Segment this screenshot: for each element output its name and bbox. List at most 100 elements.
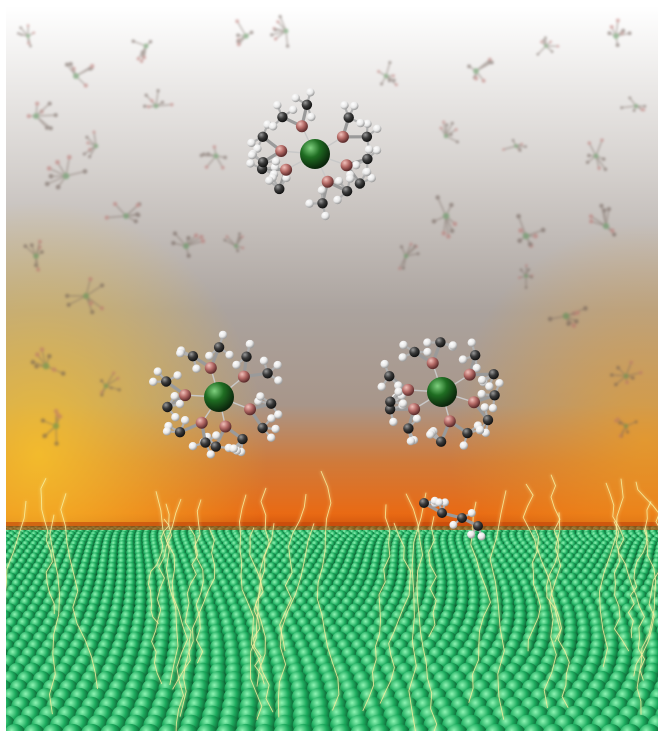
carbon-atom (457, 513, 467, 523)
lightning-bolt (543, 512, 562, 709)
faint-molecule (518, 264, 534, 289)
surface-atom (446, 723, 469, 731)
hydrogen-atom (475, 425, 485, 434)
surface-atom (61, 723, 84, 731)
hydrogen-atom (162, 427, 172, 436)
faint-molecule (143, 89, 174, 109)
hydrogen-atom (394, 381, 403, 390)
surface-atom (176, 723, 200, 731)
molecular-scene (6, 6, 658, 731)
carbon-atom (200, 437, 211, 448)
lightning-bolt (533, 525, 570, 709)
faint-molecule (398, 242, 420, 270)
surface-atom (523, 723, 546, 731)
surface-atom (6, 723, 26, 731)
lightning-bolt (172, 526, 199, 690)
scene-canvas (6, 6, 658, 731)
hydrogen-atom (288, 105, 298, 115)
surface-atom (311, 723, 334, 731)
carbon-atom (362, 153, 373, 165)
hydrogen-atom (367, 174, 376, 183)
hydrogen-atom (423, 347, 432, 357)
hydrogen-atom (265, 176, 274, 185)
surface-atom (99, 723, 123, 731)
hydrogen-atom (188, 442, 198, 451)
hydrogen-atom (477, 389, 486, 399)
hydrogen-atom (173, 371, 182, 380)
carbon-atom (257, 131, 268, 142)
hydrogen-atom (306, 88, 315, 97)
surface-atom (426, 723, 450, 731)
lightning-bolt (627, 501, 652, 639)
hydrogen-atom (282, 173, 291, 183)
hydrogen-atom (205, 351, 214, 361)
hydrogen-atom (259, 356, 269, 365)
surface-atom (292, 723, 315, 731)
carbon-atom (384, 404, 396, 415)
faint-molecule (104, 202, 142, 224)
surface-atom (503, 723, 527, 731)
faint-molecule (26, 101, 58, 131)
complex-top (246, 88, 382, 221)
oxygen-atom (463, 368, 476, 381)
hydrogen-atom (435, 498, 444, 507)
surface-atom (350, 723, 373, 731)
hydrogen-atom (380, 359, 389, 369)
hydrogen-atom (176, 348, 185, 358)
lightning-bolt (279, 493, 307, 651)
surface-atom (253, 723, 276, 731)
faint-molecule (547, 306, 588, 329)
hydrogen-atom (467, 509, 476, 517)
hydrogen-atom (412, 414, 422, 423)
free-ligand-fragment (419, 496, 486, 541)
oxygen-atom (219, 420, 232, 433)
hydrogen-atom (345, 174, 355, 183)
surface-atom (157, 723, 180, 731)
hydrogen-atom (273, 360, 282, 370)
carbon-atom (488, 369, 499, 380)
surface-atom (600, 723, 623, 731)
lightning-bolt (40, 477, 55, 614)
carbon-atom (161, 376, 172, 387)
hydrogen-atom (377, 382, 386, 391)
complex-left (149, 330, 283, 459)
hydrogen-atom (373, 124, 382, 133)
background-molecules (17, 15, 647, 446)
hydrogen-atom (256, 392, 265, 401)
faint-molecule (65, 277, 105, 315)
faint-molecule (131, 39, 153, 63)
faint-molecule (607, 18, 632, 47)
carbon-atom (341, 186, 353, 197)
faint-molecule (270, 15, 290, 48)
carbon-atom (435, 436, 447, 447)
hydrogen-atom (229, 444, 238, 453)
carbon-atom (213, 342, 225, 353)
hydrogen-atom (362, 167, 372, 177)
surface-atom (619, 723, 642, 731)
hydrogen-atom (485, 382, 494, 391)
oxygen-atom (321, 175, 334, 188)
hydrogen-atom (398, 399, 408, 408)
surface-atom (273, 723, 296, 731)
oxygen-atom (408, 403, 421, 416)
hydrogen-atom (350, 101, 359, 111)
faint-molecule (377, 61, 398, 87)
lightning-bolt (49, 514, 60, 715)
lightning-bolt (546, 474, 561, 642)
faint-molecule (235, 19, 254, 47)
carbon-atom (462, 427, 473, 439)
carbon-atom (361, 131, 373, 142)
lightning-bolt (605, 482, 630, 652)
carbon-atom (489, 390, 500, 401)
hydrogen-atom (372, 146, 382, 155)
carbon-atom (237, 433, 248, 445)
oxygen-atom (402, 383, 415, 396)
hydrogen-atom (225, 350, 234, 360)
hydrogen-atom (291, 93, 300, 103)
hydrogen-atom (274, 410, 283, 419)
hydrogen-atom (488, 404, 498, 413)
faint-molecule (17, 24, 36, 48)
carbon-atom (174, 427, 186, 438)
faint-molecule (439, 120, 459, 144)
faint-molecule (30, 347, 66, 376)
